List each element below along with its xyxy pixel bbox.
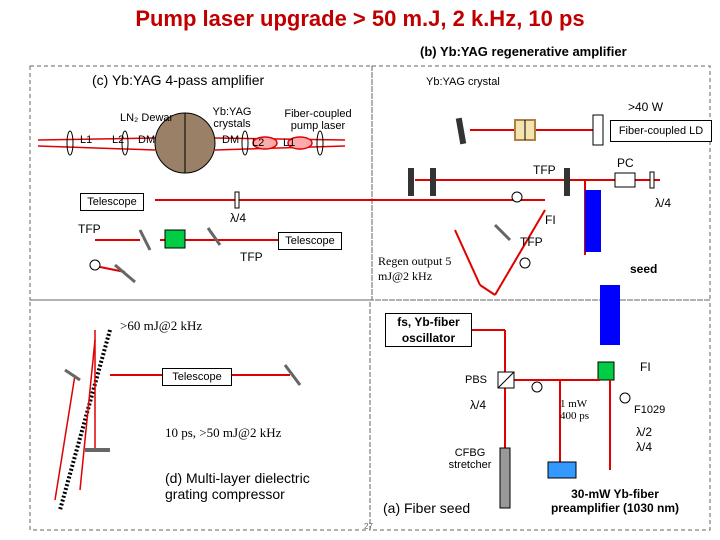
pc-label: PC: [617, 156, 634, 170]
section-a-label: (a) Fiber seed: [383, 500, 471, 516]
telescope-box-top: Telescope: [80, 193, 144, 211]
l2-right-label: L2: [252, 137, 265, 149]
frame-regen: [371, 65, 711, 301]
pbs-diagonal: [497, 371, 515, 389]
l1-left-label: L1: [80, 134, 93, 146]
oscillator-box: fs, Yb-fiber oscillator: [385, 313, 472, 347]
tfp-regen2-label: TFP: [520, 235, 543, 249]
telescope-label-top: Telescope: [87, 196, 137, 208]
page-number: 27: [364, 522, 373, 531]
preamp-fiber: [547, 461, 577, 479]
fi-fiber: [597, 361, 615, 381]
page-title: Pump laser upgrade > 50 m.J, 2 k.Hz, 10 …: [135, 6, 585, 31]
section-c-label: (c) Yb:YAG 4-pass amplifier: [92, 72, 265, 88]
ln2-label: LN₂ Dewar: [120, 112, 174, 124]
lambda4-regen-label: λ/4: [655, 196, 672, 210]
fiber-ld-box: Fiber-coupled LD: [610, 120, 712, 142]
telescope-label-mid: Telescope: [285, 235, 335, 247]
oscillator-label: fs, Yb-fiber oscillator: [397, 315, 460, 345]
4pass-lenses: [66, 130, 324, 156]
waveplate-regen: [649, 171, 655, 189]
lambda4-4pass-label: λ/4: [230, 211, 247, 225]
one-mw-label: 1 mW 400 ps: [560, 398, 590, 422]
dm-right-label: DM: [222, 134, 240, 146]
f1029-label: F1029: [634, 404, 666, 416]
telescope-vertical: [585, 190, 601, 252]
lambda4-seed-label: λ/4: [470, 398, 487, 412]
telescope-box-mid: Telescope: [278, 232, 342, 250]
tfp-4pass-label: TFP: [78, 222, 101, 236]
section-b-label: (b) Yb:YAG regenerative amplifier: [420, 44, 627, 59]
lambda2-label: λ/2: [636, 425, 653, 439]
pockels-cell: [614, 172, 636, 188]
preamp-label: 30-mW Yb-fiber preamplifier (1030 nm): [550, 487, 680, 515]
section-d-label: (d) Multi-layer dielectric grating compr…: [165, 470, 310, 502]
fi-regen-label: FI: [545, 213, 556, 227]
lambda4-seed2-label: λ/4: [636, 440, 653, 454]
tfp-regen-label: TFP: [533, 163, 556, 177]
waveplate-4pass: [234, 191, 240, 209]
isolator-circles: [89, 191, 631, 404]
l1-right-label: L1: [283, 137, 296, 149]
regen-mirrors: [408, 114, 604, 196]
fiber-pump-label: Fiber-coupled pump laser: [284, 108, 352, 132]
compressed-label: 10 ps, >50 mJ@2 kHz: [165, 425, 282, 440]
yb-crystals-label: Yb:YAG crystals: [212, 106, 252, 130]
pbs-label: PBS: [465, 374, 488, 386]
l2-left-label: L2: [112, 134, 125, 146]
regen-output-label: Regen output 5 mJ@2 kHz: [378, 254, 452, 283]
cfbg-label: CFBG stretcher: [448, 447, 492, 471]
dm-left-label: DM: [138, 134, 156, 146]
fi-seed-label: FI: [640, 360, 651, 374]
telescope-box-bottom: Telescope: [162, 368, 232, 386]
seed-label: seed: [630, 262, 658, 276]
fiber-ld-label: Fiber-coupled LD: [618, 125, 704, 137]
output-60-label: >60 mJ@2 kHz: [120, 318, 203, 333]
frame-fiber-seed: [369, 299, 711, 531]
tfp-mirrors: [114, 223, 512, 284]
yb-crystal-label: Yb:YAG crystal: [426, 76, 500, 88]
telescope-fiber: [600, 285, 620, 345]
cfbg-grating: [499, 447, 511, 509]
tfp-4pass2-label: TFP: [240, 250, 263, 264]
power-label: >40 W: [628, 100, 664, 114]
telescope-label-bottom: Telescope: [172, 371, 222, 383]
frame-4pass: [29, 65, 373, 301]
fi-4pass: [164, 229, 186, 249]
